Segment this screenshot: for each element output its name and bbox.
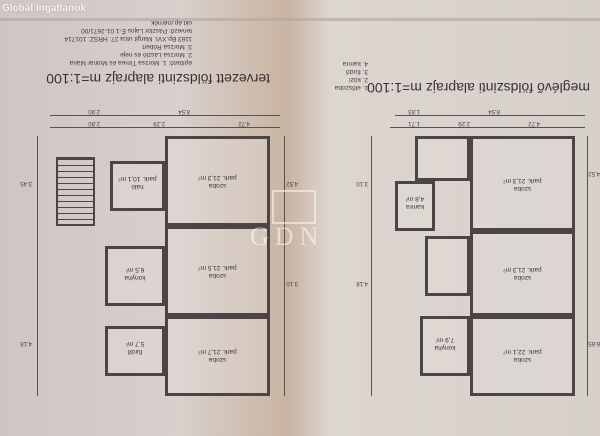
dimension-line: [371, 136, 372, 396]
dimension-label: 8.54: [178, 108, 190, 114]
staircase: [56, 157, 95, 226]
room: [425, 236, 470, 296]
dimension-label: 4.72: [238, 120, 250, 126]
dimension-label: 2.29: [458, 120, 470, 126]
dimension-label: 3.45: [20, 180, 32, 186]
proposed-plan: tervezett földszinti alaprajz m=1:100 ép…: [20, 18, 298, 396]
paper-fold: [0, 18, 600, 21]
dimension-label: 1.71: [408, 120, 420, 126]
dimension-label: 3.10: [286, 280, 298, 286]
legend-item: 4. kamra: [342, 60, 368, 67]
owner-line: építtető: 1. Morzsa Tímea és Molnár Mári…: [69, 59, 192, 66]
dimension-line: [50, 127, 280, 128]
dimension-label: 3.10: [356, 180, 368, 186]
owner-line: 3. Morzsa Róbert: [142, 43, 192, 50]
dimension-line: [395, 115, 585, 116]
dimension-line: [390, 127, 585, 128]
dimension-line: [37, 136, 38, 396]
dimension-label: 4.18: [20, 340, 32, 346]
dimension-label: 2.29: [153, 120, 165, 126]
existing-plan: meglévő földszinti alaprajz m=1:100 1. e…: [300, 0, 600, 436]
dimension-label: 4.52: [588, 170, 600, 176]
dimension-line: [50, 115, 280, 116]
proposed-plan-title: tervezett földszinti alaprajz m=1:100: [46, 71, 270, 87]
legend-item: 3. fürdő: [345, 68, 368, 75]
dimension-label: 8.54: [488, 108, 500, 114]
watermark-logo-icon: [272, 190, 316, 224]
dimension-label: 4.72: [528, 120, 540, 126]
legend-item: 1. előszoba: [334, 84, 368, 91]
dimension-label: 2.80: [88, 120, 100, 126]
legend-item: 2. közl: [349, 76, 368, 83]
existing-plan-title: meglévő földszinti alaprajz m=1:100: [367, 80, 590, 96]
watermark-logo: GDN: [250, 222, 325, 251]
dimension-label: 4.18: [356, 280, 368, 286]
dimension-line: [284, 136, 285, 396]
designer-title: okl.ép.mérnök: [151, 19, 192, 26]
room: [415, 136, 470, 181]
designer-line: tervező: Pásztor Lajos É-1 01-2671/00: [81, 27, 192, 34]
watermark-site: Globál Ingatlanok: [2, 3, 86, 14]
dimension-label: 4.52: [286, 180, 298, 186]
legend: 1. előszoba 2. közl 3. fürdő 4. kamra: [335, 59, 368, 91]
dimension-label: 2.90: [88, 108, 100, 114]
dimension-label: 1.83: [408, 108, 420, 114]
owner-line: 1163 Bp.XVI. Margit utca 27. HRSZ: 10171…: [64, 35, 192, 42]
owners-block: építtető: 1. Morzsa Tímea és Molnár Mári…: [65, 18, 192, 66]
owner-line: 2. Morzsa László és neje: [120, 51, 192, 58]
dimension-label: 6.65: [588, 340, 600, 346]
